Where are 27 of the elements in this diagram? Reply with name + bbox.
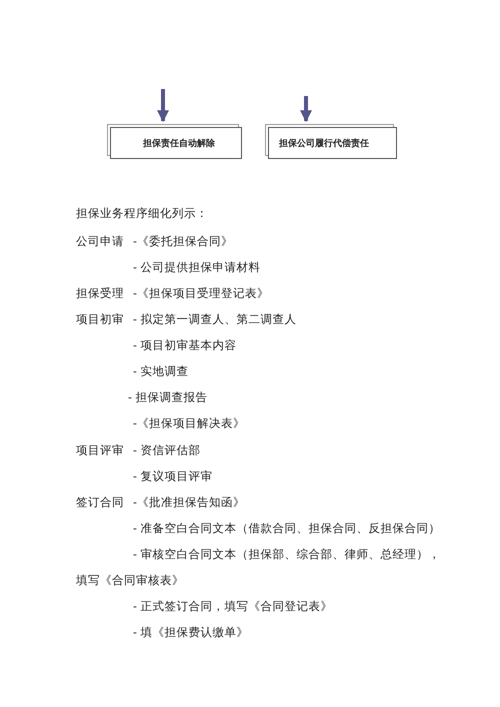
process-box (110, 127, 242, 159)
list-item: -《担保项目受理登记表》 (133, 286, 269, 300)
process-box (268, 127, 397, 159)
arrow (157, 89, 169, 122)
list-item: -《担保项目解决表》 (133, 416, 245, 430)
list-item: - 复议项目评审 (133, 469, 213, 483)
list-item: -《批准担保告知函》 (133, 495, 245, 509)
arrow (300, 96, 312, 122)
list-item: - 公司提供担保申请材料 (133, 260, 261, 274)
list-item: - 实地调查 (133, 364, 189, 378)
list-item: - 担保调查报告 (128, 390, 208, 404)
list-item: - 项目初审基本内容 (133, 338, 237, 352)
list-item: 公司申请 (76, 234, 124, 248)
list-item: 签订合同 (76, 495, 124, 509)
section-heading: 担保业务程序细化列示： (76, 206, 208, 220)
list-item: 担保受理 (76, 286, 124, 300)
list-item: - 准备空白合同文本（借款合同、担保合同、反担保合同） (133, 521, 441, 535)
list-item: - 资信评估部 (133, 443, 201, 457)
list-item: - 拟定第一调查人、第二调查人 (133, 312, 297, 326)
list-item: 项目初审 (76, 312, 124, 326)
list-item: 项目评审 (76, 443, 124, 457)
list-item: - 审核空白合同文本（担保部、综合部、律师、总经理），填写《合同审核表》 (76, 546, 442, 589)
box-text: 担保责任自动解除 (143, 137, 215, 150)
box-text: 担保公司履行代偿责任 (279, 137, 369, 150)
list-item: - 填《担保费认缴单》 (133, 625, 249, 639)
list-item: - 正式签订合同，填写《合同登记表》 (133, 599, 333, 613)
list-item: -《委托担保合同》 (133, 234, 233, 248)
